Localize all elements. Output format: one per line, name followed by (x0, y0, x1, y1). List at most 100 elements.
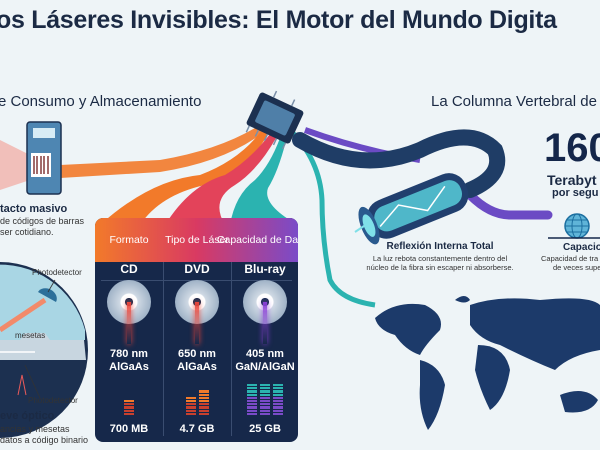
capacity-bar-segment (247, 396, 257, 399)
wavelength-cell: 650 nm (178, 348, 216, 360)
capacity-bar-segment (260, 400, 270, 403)
capacity-bar-segment (198, 403, 209, 406)
barcode-desc-1: de códigos de barras (0, 216, 85, 226)
material-cell: AlGaAs (177, 361, 217, 373)
optical-desc-1: ancias y mesetas (0, 424, 70, 434)
capacity-desc-1: Capacidad de tra (541, 254, 599, 263)
globe-icon (564, 213, 590, 239)
capacity-bar-segment (198, 400, 209, 403)
capacity-bar-segment (273, 384, 283, 387)
capacity-bar-segment (124, 412, 134, 415)
bandwidth-unit: Terabyt (547, 172, 597, 188)
table-column: Blu-ray 405 nm GaN/AlGaN 25 GB (231, 218, 298, 442)
capacity-cell: 4.7 GB (179, 423, 215, 435)
photodetector-icon (38, 288, 57, 302)
teal-fiber-line (288, 128, 376, 308)
photodetector-label-bottom: Photodetector (28, 396, 78, 405)
capacity-bar-segment (198, 396, 209, 399)
right-section-heading: La Columna Vertebral de I (431, 93, 600, 110)
table-column: CD 780 nm AlGaAs 700 MB (95, 218, 163, 442)
capacity-bar-segment (185, 412, 196, 415)
bandwidth-value: 160 (544, 126, 600, 170)
capacity-bar-segment (185, 406, 196, 409)
capacity-bar-segment (260, 393, 270, 396)
barcode-desc-2: ser cotidiano. (0, 227, 54, 237)
capacity-cell: 700 MB (109, 423, 149, 435)
capacity-bar-segment (260, 384, 270, 387)
barcode-beam (60, 125, 264, 178)
capacity-bar-segment (273, 396, 283, 399)
material-cell: GaN/AlGaN (235, 361, 295, 373)
capacity-bar-segment (247, 409, 257, 412)
capacity-bar-segment (247, 393, 257, 396)
optical-read-diagram (0, 262, 88, 438)
capacity-bar-segment (247, 400, 257, 403)
fiber-cable (292, 129, 506, 198)
laser-beam-pink (165, 134, 276, 225)
left-section-heading: e Consumo y Almacenamiento (0, 93, 202, 110)
capacity-bar-segment (198, 393, 209, 396)
capacity-bar-segment (247, 390, 257, 393)
capacity-bar-segment (260, 403, 270, 406)
barcode-title: tacto masivo (0, 203, 68, 215)
optical-title: eve óptico (0, 410, 55, 422)
capacity-bar-segment (198, 409, 209, 412)
capacity-bar-segment (198, 406, 209, 409)
fiber-tube-icon (358, 173, 469, 245)
capacity-bar-segment (198, 390, 209, 393)
capacity-bar-segment (273, 409, 283, 412)
barcode-package-icon (0, 121, 62, 195)
fiber-desc-1: La luz rebota constantemente dentro del (372, 254, 508, 263)
capacity-bar-segment (273, 412, 283, 415)
capacity-bar-segment (273, 393, 283, 396)
capacity-bar-segment (247, 403, 257, 406)
laser-beam (127, 302, 131, 344)
bandwidth-per: por segu (552, 187, 599, 199)
capacity-bar-segment (185, 396, 196, 399)
capacity-bar-segment (260, 396, 270, 399)
capacity-bar-segment (247, 384, 257, 387)
capacity-bar-segment (260, 412, 270, 415)
capacity-bar-segment (260, 390, 270, 393)
wavelength-cell: 405 nm (246, 348, 284, 360)
fiber-desc-2: núcleo de la fibra sin escaper ni absorb… (366, 263, 514, 272)
processor-chip-icon (245, 90, 304, 150)
world-map (375, 296, 600, 430)
page-title: os Láseres Invisibles: El Motor del Mund… (0, 6, 557, 34)
wavelength-cell: 780 nm (110, 348, 148, 360)
format-cell: Blu-ray (244, 262, 286, 276)
capacity-bar-segment (247, 387, 257, 390)
laser-beam (195, 302, 199, 344)
header-capacity: Capacidad de Datos (216, 234, 298, 246)
capacity-bar-segment (273, 406, 283, 409)
capacity-bar-segment (124, 409, 134, 412)
capacity-bar-segment (273, 403, 283, 406)
capacity-cell: 25 GB (249, 423, 281, 435)
capacity-bar-segment (185, 400, 196, 403)
capacity-bar-segment (273, 387, 283, 390)
capacity-bar-segment (124, 400, 134, 403)
light-input-ray (354, 221, 371, 233)
capacity-bar-segment (273, 390, 283, 393)
header-laser-type: Tipo de Láser (165, 234, 229, 246)
material-cell: AlGaAs (109, 361, 149, 373)
capacity-bar-segment (185, 403, 196, 406)
laser-beam (263, 302, 267, 344)
capacity-bar-segment (260, 406, 270, 409)
purple-fiber-tail (465, 190, 553, 220)
capacity-bar-segment (198, 412, 209, 415)
format-cell: CD (120, 262, 138, 276)
table-column: DVD 650 nm AlGaAs 4.7 GB (163, 218, 231, 442)
capacity-bar-segment (260, 409, 270, 412)
capacity-title: Capacio (563, 242, 600, 253)
capacity-bar-segment (260, 387, 270, 390)
laser-beam-teal (230, 138, 298, 225)
format-cell: DVD (184, 262, 210, 276)
capacity-bar-segment (124, 406, 134, 409)
capacity-bar-segment (185, 409, 196, 412)
fiber-title: Reflexión Interna Total (386, 241, 494, 252)
capacity-desc-2: de veces supe (553, 263, 600, 272)
optical-desc-2: datos a código binario (0, 435, 89, 445)
capacity-bar-segment (273, 400, 283, 403)
